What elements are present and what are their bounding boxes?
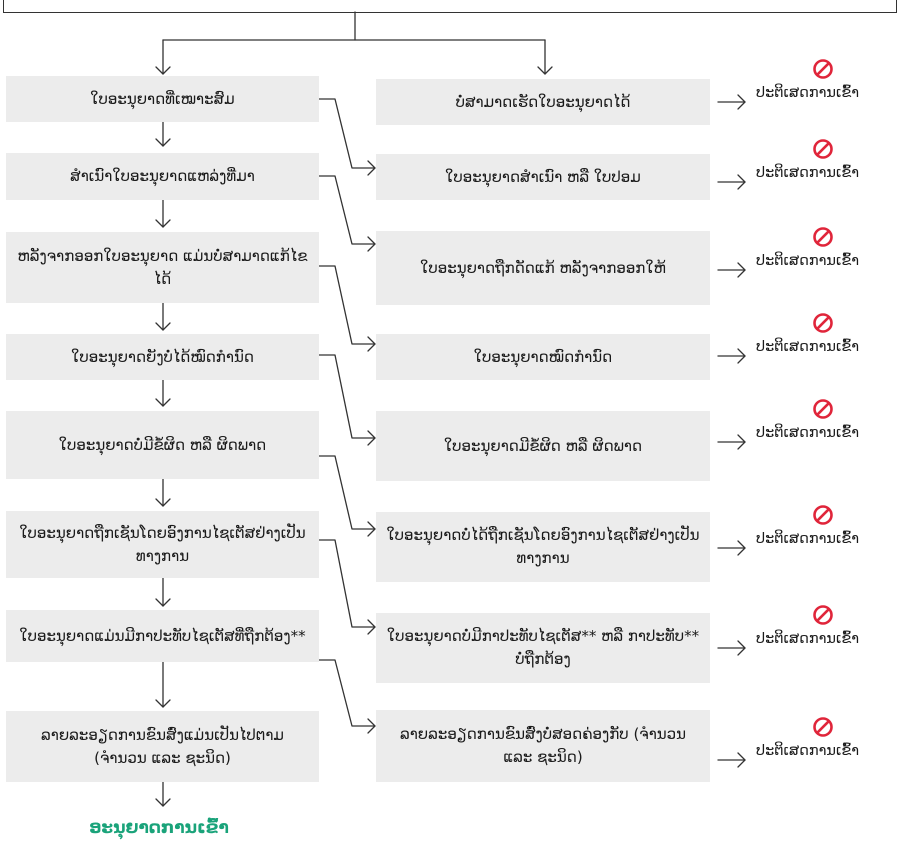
right-step-1: ບໍ່ສາມາດເຮັດໃບອະນຸຍາດໄດ້ — [376, 79, 710, 125]
left-step-6: ໃບອະນຸຍາດຖືກເຊັນໂດຍອົງການໄຊເຕັສຢ່າງເປັນທ… — [6, 511, 319, 578]
right-step-3-text: ໃບອະນຸຍາດຖືກດັດແກ້ ຫລັງຈາກອອກໃຫ້ — [420, 258, 666, 277]
left-step-1-text: ໃບອະນຸຍາດທີ່ເໝາະສົມ — [90, 89, 235, 108]
left-step-4-text: ໃບອະນຸຍາດຍັງບໍ່ໄດ້ໝົດກຳນົດ — [71, 347, 254, 366]
deny-label: ປະຕິເສດການເຂົ້າ — [756, 253, 860, 269]
left-step-7-text: ໃບອະນຸຍາດແມ່ນມີກາປະທັບໄຊເຕັສທີ່ຖືກຕ້ອງ** — [19, 626, 306, 645]
right-step-4: ໃບອະນຸຍາດໝົດກຳນົດ — [376, 334, 710, 380]
prohibited-icon — [813, 313, 833, 333]
right-step-8-text: ລາຍລະອຽດການຂົນສົ່ງບໍ່ສອດຄ່ອງກັບ (ຈຳນວນ ແ… — [399, 725, 687, 766]
deny-outcome-5: ປະຕິເສດການເຂົ້າ — [756, 398, 902, 448]
prohibited-icon — [813, 717, 833, 737]
right-step-2-text: ໃບອະນຸຍາດສຳເນົາ ຫລື ໃບປອມ — [445, 167, 641, 186]
deny-label: ປະຕິເສດການເຂົ້າ — [756, 631, 860, 647]
right-step-4-text: ໃບອະນຸຍາດໝົດກຳນົດ — [473, 347, 613, 366]
deny-outcome-2: ປະຕິເສດການເຂົ້າ — [756, 138, 902, 188]
right-step-5-text: ໃບອະນຸຍາດມີຂໍ້ຜິດ ຫລື ຜິດພາດ — [443, 436, 643, 455]
left-step-5-text: ໃບອະນຸຍາດບໍ່ມີຂໍ້ຜິດ ຫລື ຜິດພາດ — [58, 435, 267, 454]
approve-label: ອະນຸຍາດການເຂົ້າ — [89, 818, 229, 838]
left-step-3: ຫລັງຈາກອອກໃບອະນຸຍາດ ແມ່ນບໍ່ສາມາດແກ້ໄຂໄດ້ — [6, 232, 319, 303]
prohibited-icon — [813, 605, 833, 625]
deny-outcome-8: ປະຕິເສດການເຂົ້າ — [756, 716, 902, 766]
deny-label: ປະຕິເສດການເຂົ້າ — [756, 743, 860, 759]
deny-label: ປະຕິເສດການເຂົ້າ — [756, 339, 860, 355]
deny-outcome-4: ປະຕິເສດການເຂົ້າ — [756, 312, 902, 362]
right-step-5: ໃບອະນຸຍາດມີຂໍ້ຜິດ ຫລື ຜິດພາດ — [376, 411, 710, 481]
right-step-8: ລາຍລະອຽດການຂົນສົ່ງບໍ່ສອດຄ່ອງກັບ (ຈຳນວນ ແ… — [376, 710, 710, 782]
left-step-8: ລາຍລະອຽດການຂົນສົ່ງແມ່ນເປັນໄປຕາມ (ຈຳນວນ ແ… — [6, 711, 319, 782]
deny-label: ປະຕິເສດການເຂົ້າ — [756, 165, 860, 181]
top-header-box — [3, 0, 897, 13]
deny-outcome-1: ປະຕິເສດການເຂົ້າ — [756, 58, 902, 108]
right-step-7: ໃບອະນຸຍາດບໍ່ມີກາປະທັບໄຊເຕັສ** ຫລື ກາປະທັ… — [376, 613, 710, 683]
left-step-2-text: ສຳເນົາໃບອະນຸຍາດແຫລ່ງທີ່ມາ — [70, 167, 255, 185]
deny-label: ປະຕິເສດການເຂົ້າ — [756, 85, 860, 101]
left-step-1: ໃບອະນຸຍາດທີ່ເໝາະສົມ — [6, 76, 319, 122]
left-step-8-text: ລາຍລະອຽດການຂົນສົ່ງແມ່ນເປັນໄປຕາມ (ຈຳນວນ ແ… — [41, 725, 284, 767]
left-step-2: ສຳເນົາໃບອະນຸຍາດແຫລ່ງທີ່ມາ — [6, 153, 319, 200]
prohibited-icon — [813, 59, 833, 79]
right-step-6-text: ໃບອະນຸຍາດບໍ່ໄດ້ຖືກເຊັນໂດຍອົງການໄຊເຕັສຢ່າ… — [386, 526, 700, 567]
left-step-3-text: ຫລັງຈາກອອກໃບອະນຸຍາດ ແມ່ນບໍ່ສາມາດແກ້ໄຂໄດ້ — [17, 246, 308, 288]
prohibited-icon — [813, 139, 833, 159]
deny-label: ປະຕິເສດການເຂົ້າ — [756, 425, 860, 441]
prohibited-icon — [813, 505, 833, 525]
left-step-4: ໃບອະນຸຍາດຍັງບໍ່ໄດ້ໝົດກຳນົດ — [6, 334, 319, 380]
left-step-7: ໃບອະນຸຍາດແມ່ນມີກາປະທັບໄຊເຕັສທີ່ຖືກຕ້ອງ** — [6, 610, 319, 662]
left-step-5: ໃບອະນຸຍາດບໍ່ມີຂໍ້ຜິດ ຫລື ຜິດພາດ — [6, 411, 319, 479]
deny-label: ປະຕິເສດການເຂົ້າ — [756, 531, 860, 547]
deny-outcome-6: ປະຕິເສດການເຂົ້າ — [756, 504, 902, 554]
right-step-3: ໃບອະນຸຍາດຖືກດັດແກ້ ຫລັງຈາກອອກໃຫ້ — [376, 231, 710, 305]
left-step-6-text: ໃບອະນຸຍາດຖືກເຊັນໂດຍອົງການໄຊເຕັສຢ່າງເປັນທ… — [19, 523, 306, 565]
right-step-6: ໃບອະນຸຍາດບໍ່ໄດ້ຖືກເຊັນໂດຍອົງການໄຊເຕັສຢ່າ… — [376, 512, 710, 582]
right-step-7-text: ໃບອະນຸຍາດບໍ່ມີກາປະທັບໄຊເຕັສ** ຫລື ກາປະທັ… — [386, 627, 700, 668]
right-step-2: ໃບອະນຸຍາດສຳເນົາ ຫລື ໃບປອມ — [376, 154, 710, 200]
prohibited-icon — [813, 227, 833, 247]
right-step-1-text: ບໍ່ສາມາດເຮັດໃບອະນຸຍາດໄດ້ — [455, 92, 631, 111]
deny-outcome-3: ປະຕິເສດການເຂົ້າ — [756, 226, 902, 276]
deny-outcome-7: ປະຕິເສດການເຂົ້າ — [756, 604, 902, 654]
prohibited-icon — [813, 399, 833, 419]
